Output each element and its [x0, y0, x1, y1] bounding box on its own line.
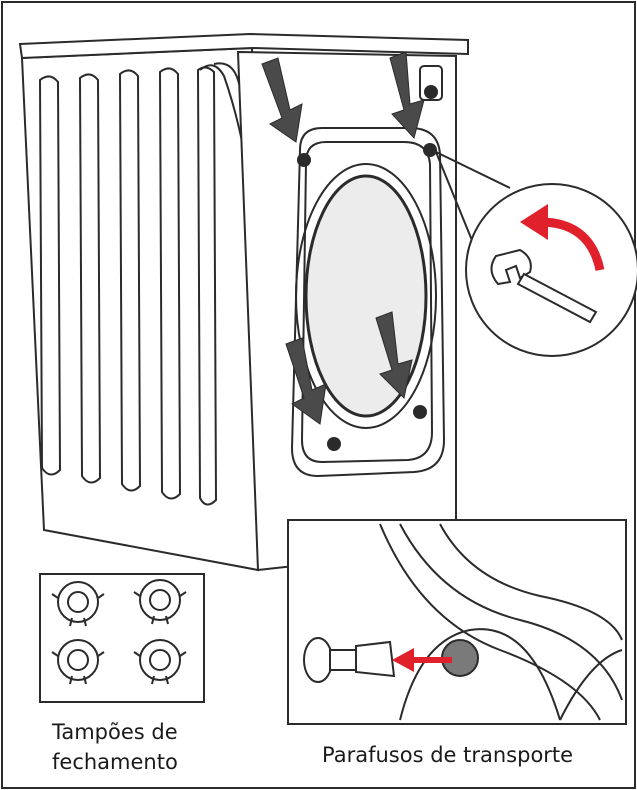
caption-line: Parafusos de transporte	[322, 743, 574, 767]
arrow-mid-right	[375, 311, 413, 400]
closing-caps-caption: Tampões de fechamento	[52, 717, 178, 777]
wrench-icon	[490, 248, 598, 324]
transport-bolts	[297, 143, 437, 451]
wrench-zoom	[435, 151, 637, 357]
rotate-arrow-icon	[520, 204, 605, 272]
washer-back-panel	[236, 50, 457, 572]
bolt-part	[303, 637, 396, 683]
cap-item	[51, 581, 105, 627]
cap-item	[133, 639, 187, 685]
direction-arrows	[261, 51, 425, 425]
caption-line: fechamento	[52, 750, 178, 774]
arrow-mid-left	[285, 337, 327, 425]
arrow-top-right	[389, 51, 425, 140]
washer-side-panel	[18, 32, 469, 572]
cap-item	[51, 639, 105, 685]
closing-caps-box	[39, 573, 205, 703]
bolt-arrow-icon	[392, 648, 452, 672]
caption-line: Tampões de	[52, 720, 178, 744]
arrow-top-left	[261, 57, 303, 143]
transport-bolts-caption: Parafusos de transporte	[322, 740, 573, 770]
transport-bolt-detail	[287, 519, 627, 725]
cap-item	[133, 579, 187, 625]
